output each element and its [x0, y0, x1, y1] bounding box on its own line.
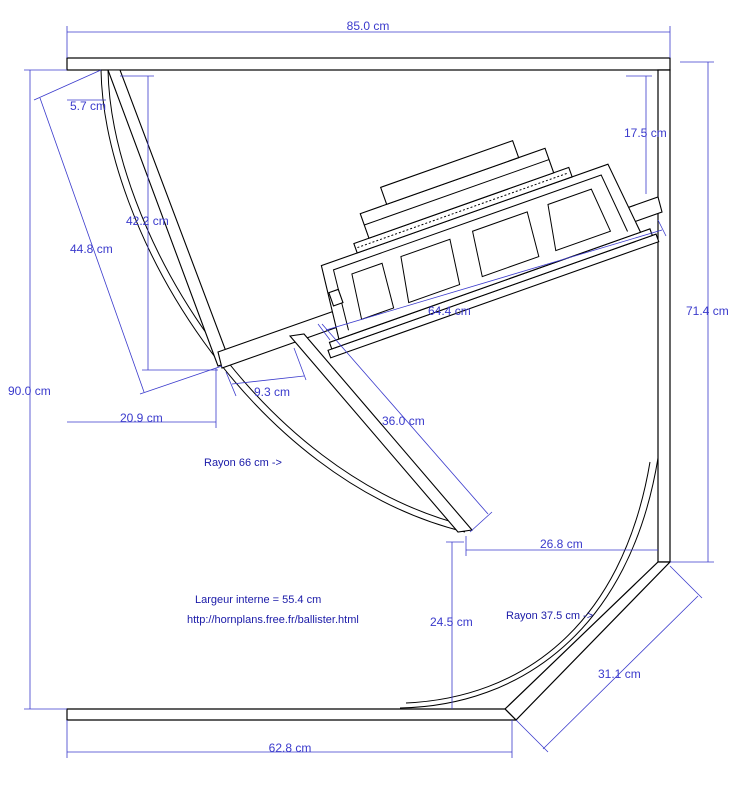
- dim-width-bottom: 62.8 cm: [269, 741, 312, 755]
- dim-height-right: 71.4 cm: [686, 304, 729, 318]
- bottom-wall: [66, 708, 518, 721]
- dimension-lines: [24, 26, 714, 758]
- large-curve-outer: [100, 69, 466, 533]
- note-internal-width: Largeur interne = 55.4 cm: [195, 594, 321, 606]
- dim-width-top: 85.0 cm: [347, 19, 390, 33]
- driver-backplate: [379, 139, 520, 206]
- magnet-seam: [364, 159, 550, 226]
- basket-window-3: [471, 211, 540, 278]
- driver-terminal: [328, 288, 344, 307]
- dim-driver-depth: 17.5 cm: [624, 126, 667, 140]
- top-wall: [66, 57, 671, 71]
- right-wall: [657, 69, 671, 563]
- small-curve-panel: [399, 457, 659, 709]
- small-curve-outer: [399, 457, 659, 709]
- dim-divider-right: 26.8 cm: [540, 537, 583, 551]
- note-url: http://hornplans.free.fr/ballister.html: [187, 614, 359, 626]
- small-curve-inner: [405, 461, 651, 704]
- driver-surround-ribs: [357, 172, 569, 249]
- driver-basket: [320, 163, 642, 340]
- divider-panel: [288, 333, 474, 533]
- dim-top-small: 5.7 cm: [70, 99, 106, 113]
- basket-window-4: [547, 188, 612, 252]
- dimension-labels: 85.0 cm 90.0 cm 71.4 cm 62.8 cm 31.1 cm …: [8, 19, 729, 755]
- corner-wall: [504, 561, 672, 721]
- dim-divider-length: 36.0 cm: [382, 414, 425, 428]
- note-radius-small: Rayon 37.5 cm ->: [506, 610, 593, 622]
- notes: Rayon 66 cm -> Rayon 37.5 cm -> Largeur …: [187, 457, 593, 626]
- dim-divider-bottom: 24.5 cm: [430, 615, 473, 629]
- basket-window-1: [351, 262, 395, 320]
- dim-throat-width: 20.9 cm: [120, 411, 163, 425]
- dim-throat-gap: 9.3 cm: [254, 385, 290, 399]
- dim-baffle-length: 64.4 cm: [428, 304, 471, 318]
- dim-panel-length: 44.8 cm: [70, 242, 113, 256]
- basket-window-2: [400, 238, 461, 304]
- dim-corner-diagonal: 31.1 cm: [598, 667, 641, 681]
- note-radius-large: Rayon 66 cm ->: [204, 457, 282, 469]
- dim-throat-height: 42.2 cm: [126, 214, 169, 228]
- dim-height-left: 90.0 cm: [8, 384, 51, 398]
- speaker-driver: [320, 139, 660, 359]
